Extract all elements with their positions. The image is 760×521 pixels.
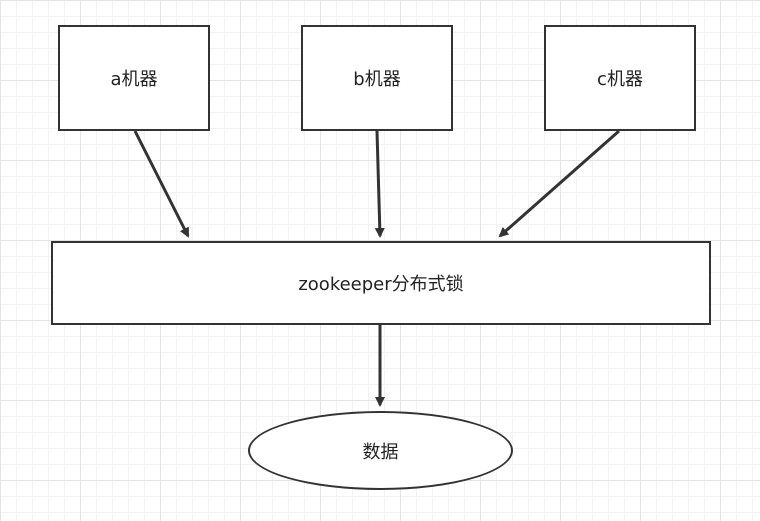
machine-b-box[interactable]: b机器 xyxy=(301,25,453,131)
machine-a-label: a机器 xyxy=(110,69,158,90)
machine-c-label: c机器 xyxy=(597,69,643,90)
arrow-b-to-lock xyxy=(374,130,385,238)
zookeeper-lock-box[interactable]: zookeeper分布式锁 xyxy=(51,241,711,325)
zookeeper-lock-label: zookeeper分布式锁 xyxy=(298,274,464,295)
arrow-c-to-lock xyxy=(498,129,620,238)
machine-b-label: b机器 xyxy=(353,69,401,90)
data-ellipse[interactable]: 数据 xyxy=(248,411,513,490)
arrow-a-to-lock xyxy=(133,130,190,238)
data-label: 数据 xyxy=(362,441,399,463)
machine-c-box[interactable]: c机器 xyxy=(544,25,696,131)
machine-a-box[interactable]: a机器 xyxy=(58,25,210,131)
